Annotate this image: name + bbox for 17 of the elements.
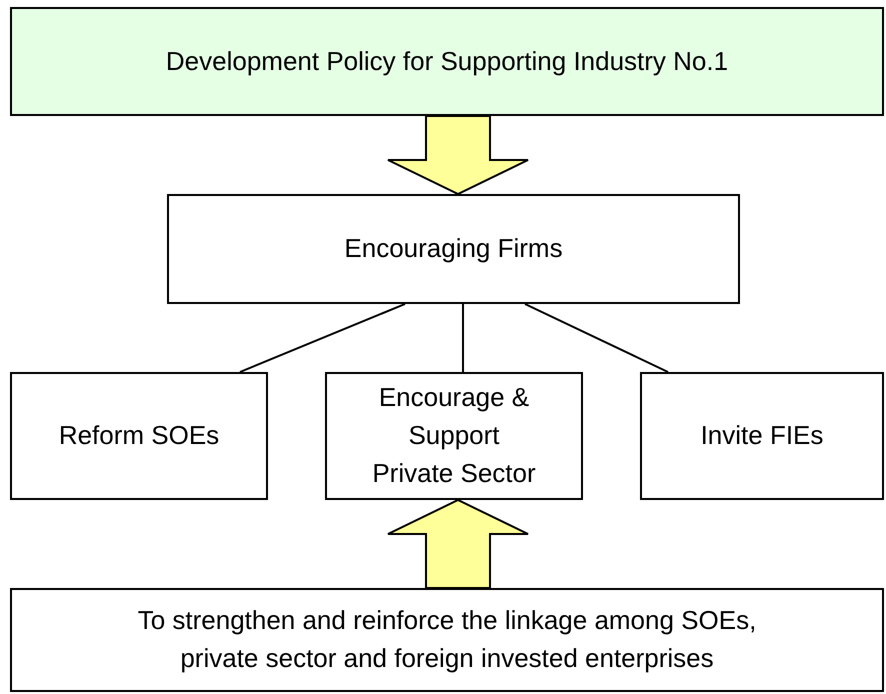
box-label: Invite FIEs [700,419,824,452]
connector-line [524,303,668,373]
process-box [640,372,884,500]
process-box [325,372,583,500]
process-box [167,194,740,304]
process-box [10,588,884,692]
block-arrow [387,498,529,589]
process-box [10,372,268,500]
box-label: Encourage & Support Private Sector [371,381,537,490]
box-label: Reform SOEs [58,419,220,452]
connector-line [462,304,464,372]
process-box [10,7,884,116]
box-label: To strengthen and reinforce the linkage among SOEs, private sector and foreign invested enterprises [136,604,758,675]
box-label: Development Policy for Supporting Industry No.1 [166,44,728,78]
block-arrow [387,115,529,196]
box-label: Encouraging Firms [344,232,563,266]
connector-line [240,303,406,373]
